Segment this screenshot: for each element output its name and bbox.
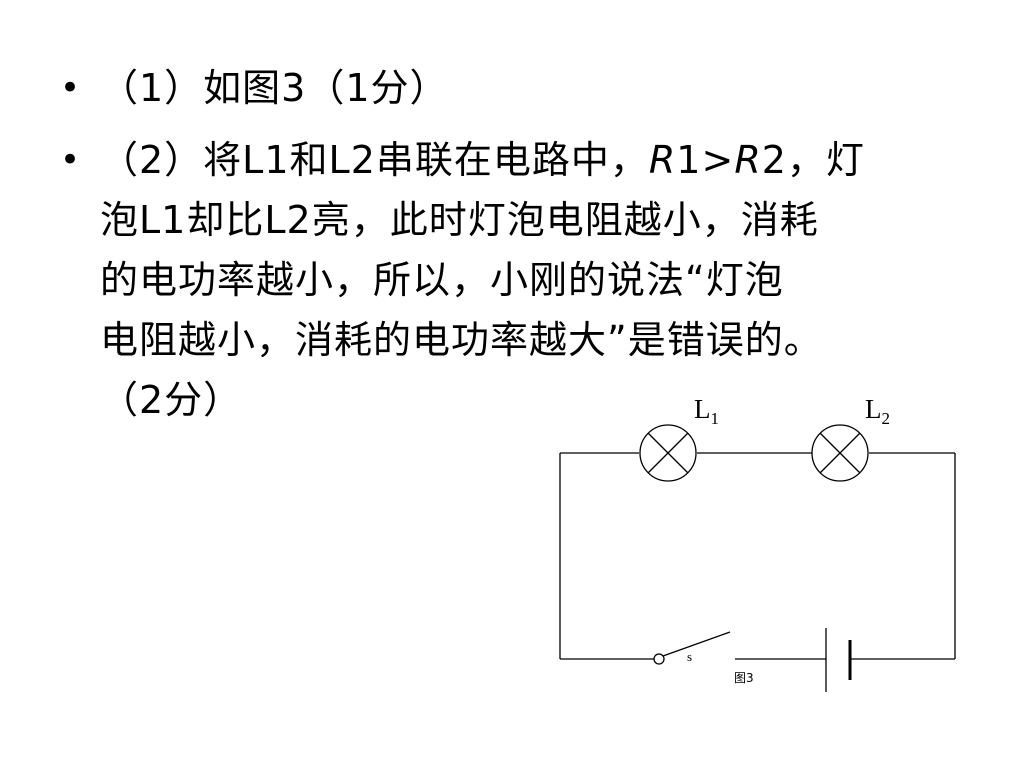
bullet-text-1: （1）如图3（1分） [100,58,970,118]
lamp-l1-icon [639,424,697,482]
item2-line-1a: （2）将L1和L2串联在电路中， [100,138,649,182]
figure-caption: 图3 [734,671,754,685]
item2-line-3: 的电功率越小，所以，小刚的说法“灯泡 [100,258,784,302]
item2-line-5: （2分） [100,378,243,422]
lamp-l1-label: L1 [694,394,719,428]
switch-icon [653,631,731,665]
resistance-r1-symbol: R [648,138,677,182]
resistance-r2-symbol: R [734,138,762,182]
circuit-diagram: L1 L2 s 图3 [559,394,956,692]
bullet-dot: • [60,68,81,108]
lamp-l2-icon [811,424,869,482]
item2-line-4: 电阻越小，消耗的电功率越大”是错误的。 [100,318,823,362]
bullet-item-2: • （2）将L1和L2串联在电路中，R1>R2，灯 泡L1却比L2亮，此时灯泡电… [60,130,970,430]
item2-line-1b: 1> [676,138,735,182]
bullet-text-2: （2）将L1和L2串联在电路中，R1>R2，灯 泡L1却比L2亮，此时灯泡电阻越… [100,130,970,430]
item2-line-1c: 2，灯 [761,138,865,182]
bullet-item-1: • （1）如图3（1分） [60,58,970,118]
bullet-dot: • [60,140,81,180]
switch-label: s [687,649,692,664]
item1-line: （1）如图3（1分） [100,66,449,110]
item2-line-2: 泡L1却比L2亮，此时灯泡电阻越小，消耗 [100,198,819,242]
lamp-l2-label: L2 [865,394,890,428]
item2-line-1: （2）将L1和L2串联在电路中，R1>R2，灯 [100,130,970,190]
battery-icon [825,628,852,692]
